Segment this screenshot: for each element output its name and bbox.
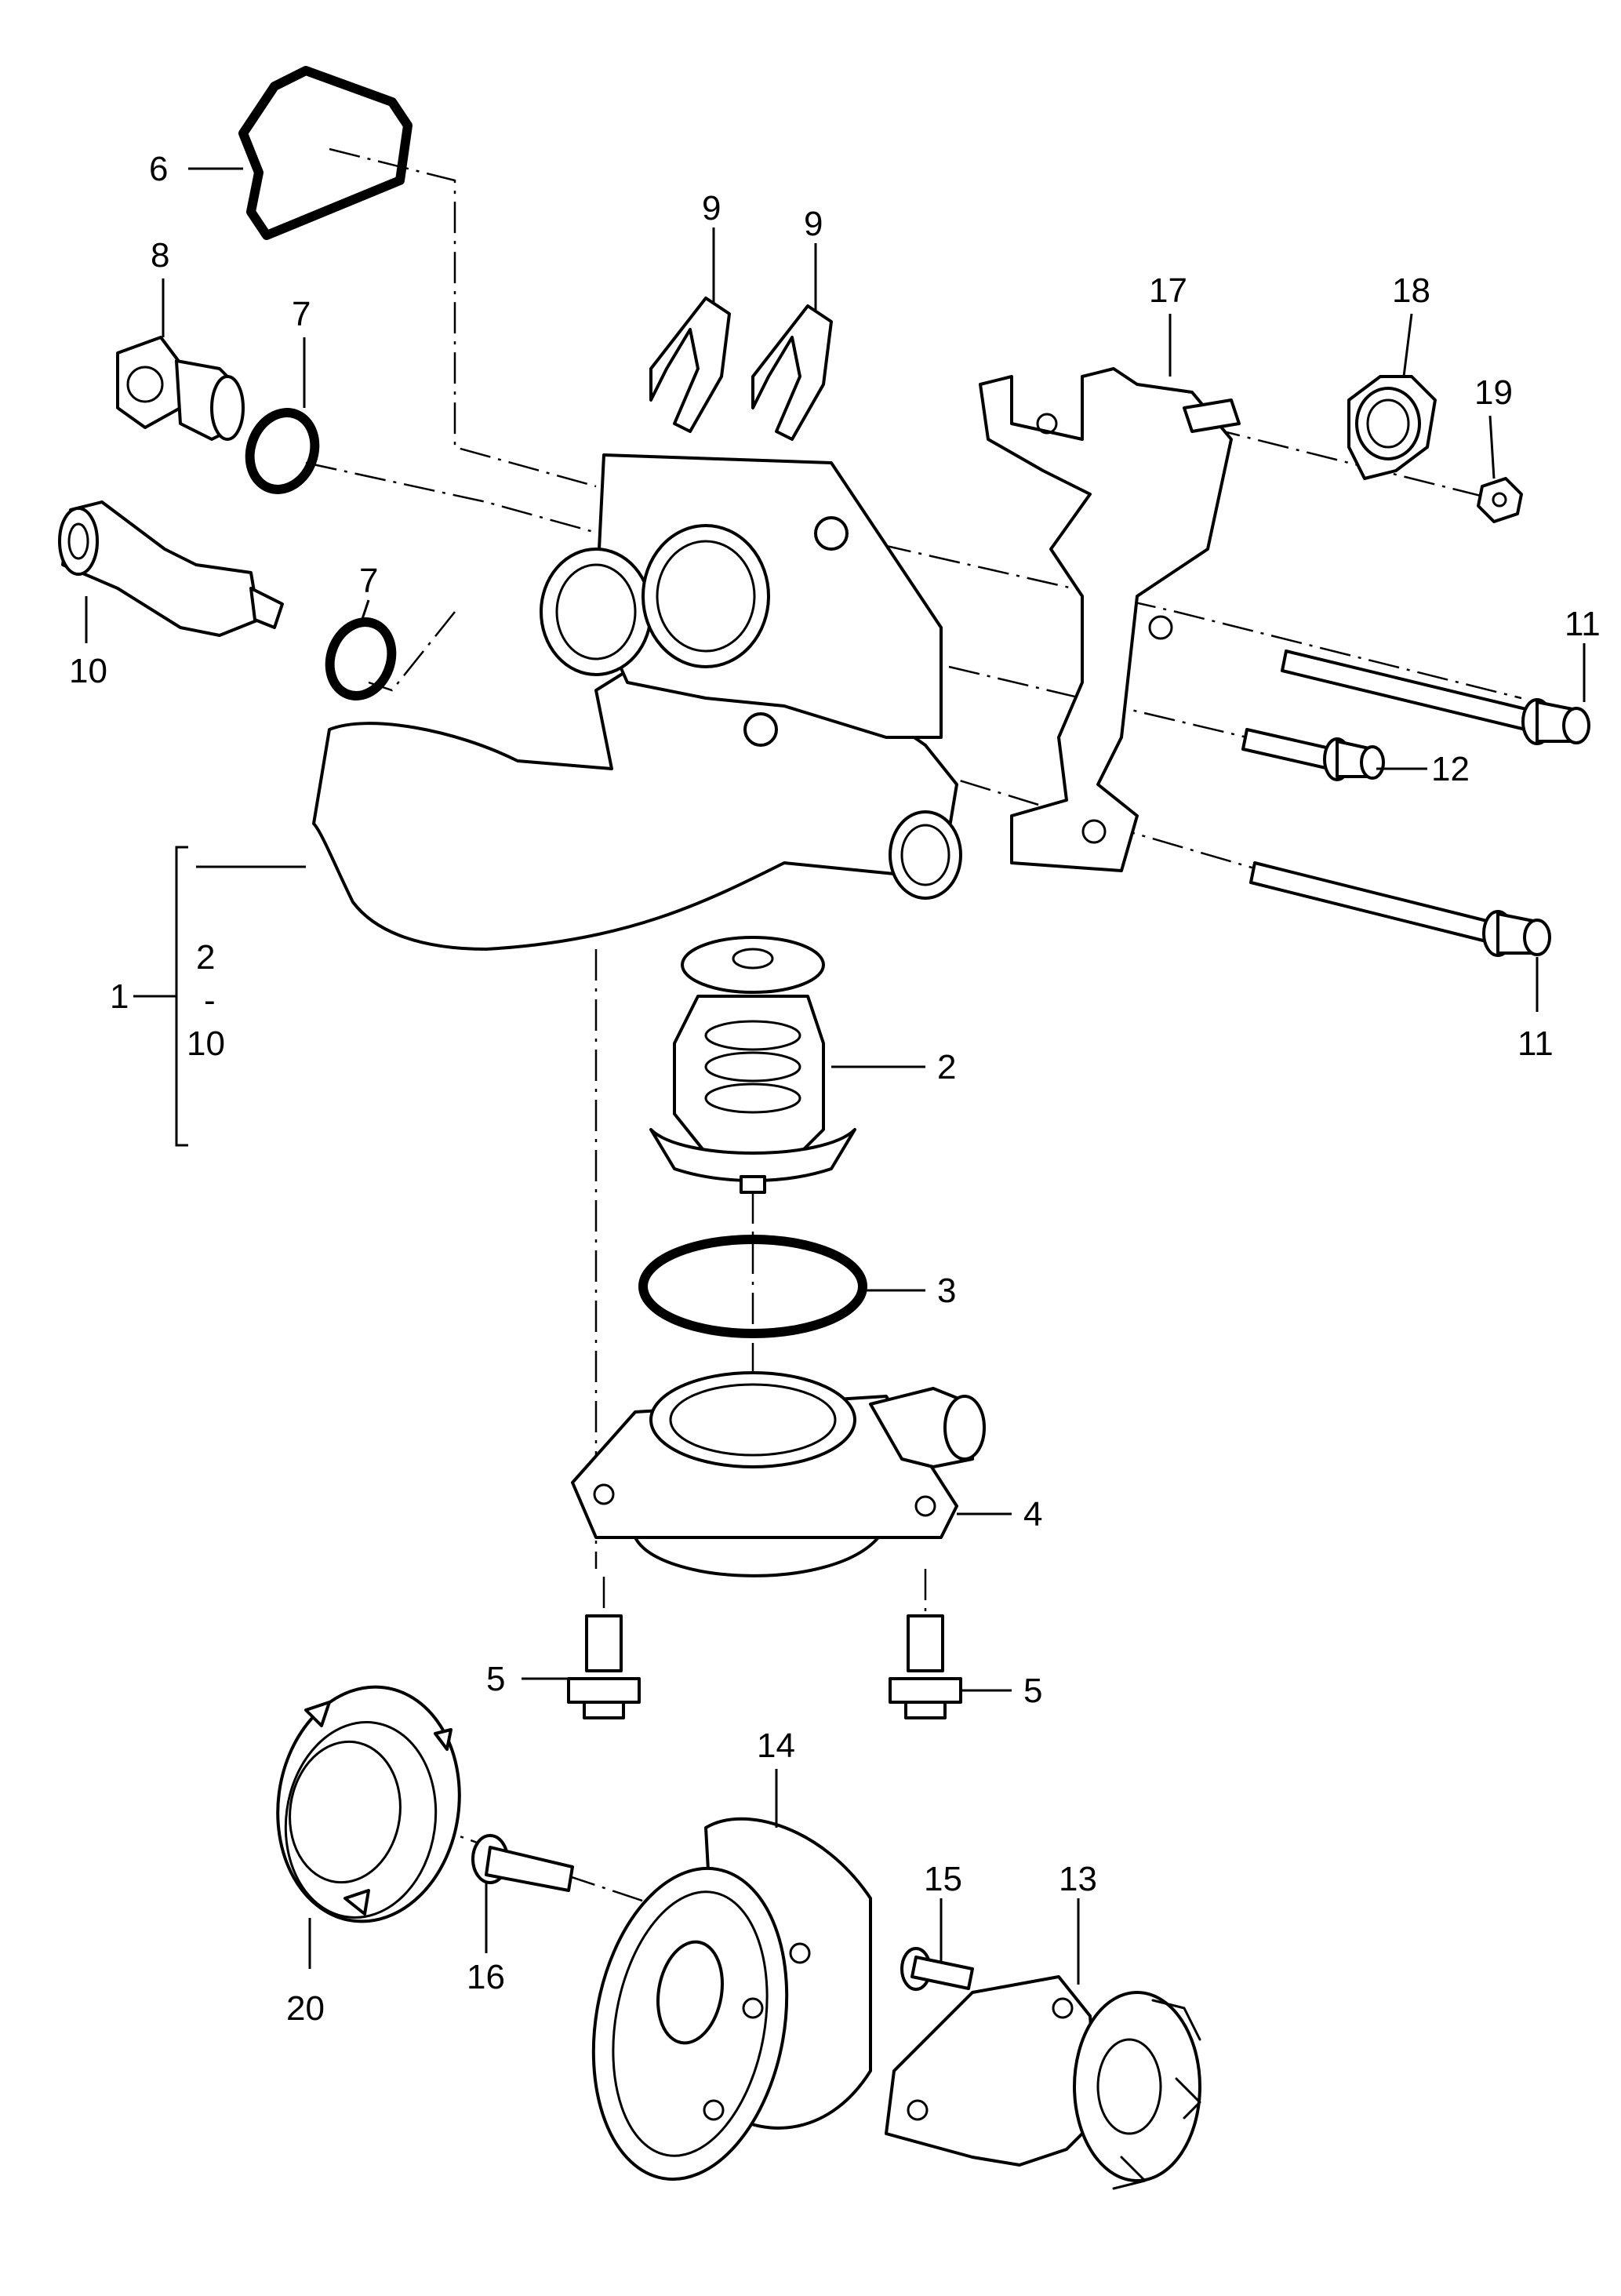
callout-1-range-end: 10 [187, 1024, 225, 1063]
bolt-part-11-upper [1281, 650, 1590, 745]
cover-cap-part-20 [276, 1685, 461, 1923]
o-ring-part-7-upper [245, 408, 320, 494]
callout-16: 16 [467, 1958, 505, 1996]
callout-4: 4 [1023, 1495, 1042, 1534]
callout-11-upper: 11 [1565, 605, 1601, 643]
bolt-part-11-lower [1249, 861, 1551, 957]
callout-5-left: 5 [486, 1660, 505, 1698]
clip-part-9-left [649, 297, 731, 433]
callout-labels: 6 8 7 9 9 17 18 19 7 10 11 12 11 1 2 - 1… [69, 150, 1601, 2028]
callout-14: 14 [757, 1727, 795, 1765]
bolt-part-16 [471, 1834, 574, 1892]
callout-17: 17 [1149, 271, 1187, 310]
coolant-housing-part-1 [312, 453, 962, 951]
callout-8: 8 [151, 236, 169, 275]
bolt-part-12 [1241, 728, 1385, 781]
callout-2: 2 [937, 1048, 956, 1086]
seal-ring-part-3 [638, 1235, 867, 1338]
callout-7-lower: 7 [359, 562, 378, 600]
callout-1: 1 [110, 977, 129, 1016]
sensor-part-10 [58, 500, 284, 637]
plug-part-8 [116, 336, 245, 441]
callout-5-right: 5 [1023, 1672, 1042, 1710]
thermostat-part-2 [649, 936, 856, 1194]
pulley-part-14 [591, 1817, 872, 2181]
water-pump-part-13 [885, 1975, 1201, 2190]
o-ring-part-7-lower [325, 617, 397, 700]
thermostat-cover-part-4 [571, 1371, 986, 1577]
callout-20: 20 [286, 1989, 325, 2028]
callout-19: 19 [1474, 373, 1513, 412]
callout-13: 13 [1059, 1860, 1097, 1898]
callout-15: 15 [924, 1860, 962, 1898]
flange-part-18 [1347, 375, 1437, 480]
gasket-part-6 [238, 66, 413, 240]
callout-18: 18 [1392, 271, 1430, 310]
callout-11-lower: 11 [1517, 1024, 1554, 1063]
callout-9-left: 9 [702, 189, 721, 227]
callout-1-range-start: 2 [196, 938, 215, 977]
clip-part-9-right [751, 304, 833, 441]
bolt-part-5-right [889, 1614, 962, 1719]
nut-part-19 [1477, 477, 1523, 523]
callout-9-right: 9 [804, 205, 823, 243]
bolt-part-5-left [567, 1614, 641, 1719]
callout-7-upper: 7 [292, 295, 311, 333]
leader-lines [85, 167, 1586, 1985]
callout-6: 6 [149, 150, 168, 188]
bracket-part-17 [979, 367, 1241, 872]
bolt-part-15 [900, 1947, 974, 1991]
callout-12: 12 [1431, 750, 1470, 788]
callout-10: 10 [69, 652, 107, 690]
callout-1-range-separator: - [204, 981, 216, 1020]
callout-3: 3 [937, 1272, 956, 1310]
